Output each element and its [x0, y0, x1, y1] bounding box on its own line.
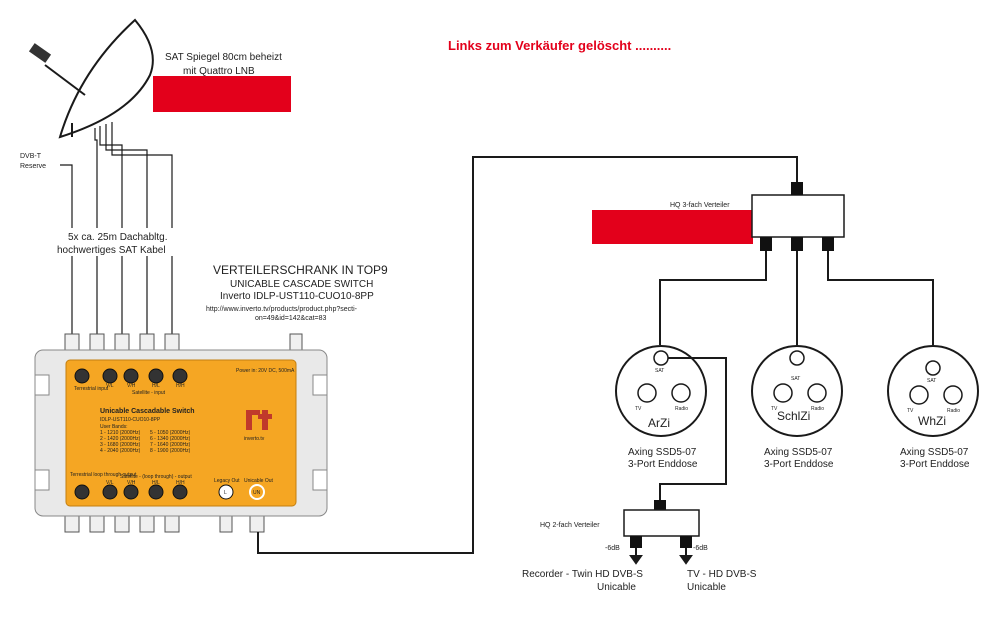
- switch-spec-1: 1 - 1210 (2000Hz): [100, 430, 141, 436]
- outlet-3-caption2: 3-Port Enddose: [900, 459, 970, 470]
- splitter2-left-arrow: [629, 548, 643, 565]
- outlet-1-caption1: Axing SSD5-07: [628, 447, 697, 458]
- outlet-2-caption2: 3-Port Enddose: [764, 459, 834, 470]
- cabinet-url1: http://www.inverto.tv/products/product.p…: [206, 306, 358, 313]
- switch-spec-0: User Bands:: [100, 424, 128, 430]
- switch-input-1: V/L: [106, 383, 114, 389]
- cabinet-line2: UNICABLE CASCADE SWITCH: [230, 279, 373, 290]
- splitter2-left-db: -6dB: [605, 545, 620, 552]
- switch-legacy-symbol: L: [224, 490, 227, 496]
- splitter2-left-dest1: Recorder - Twin HD DVB-S: [522, 569, 643, 580]
- switch-model: IDLP-UST110-CUO10-8PP: [100, 417, 161, 423]
- switch-power: Power in: 20V DC, 500mA: [236, 368, 295, 374]
- outlet-3-caption1: Axing SSD5-07: [900, 447, 969, 458]
- switch-satellite-input: Satellite - input: [132, 390, 166, 396]
- outlet-2-sat: SAT: [791, 376, 800, 382]
- cable-label-line1: 5x ca. 25m Dachabltg.: [68, 232, 168, 243]
- splitter3-label: HQ 3-fach Verteiler: [670, 202, 730, 209]
- cabinet-line3: Inverto IDLP-UST110-CUO10-8PP: [220, 291, 374, 302]
- outlet-3-tv: TV: [907, 408, 914, 414]
- switch-spec-3: 3 - 1680 (2000Hz): [100, 442, 141, 448]
- splitter2-right-dest2: Unicable: [687, 582, 726, 593]
- switch-satellite-loop: Satellite - (loop through) - output: [120, 474, 192, 480]
- switch-terrestrial-loop: Terrestrial loop through output: [70, 472, 137, 478]
- outlet-to-splitter2-cable: [659, 357, 727, 503]
- switch-terrestrial-input: Terrestrial input: [74, 386, 109, 392]
- cabinet-title: VERTEILERSCHRANK IN TOP9: [213, 263, 388, 277]
- switch-spec-6: 6 - 1340 (2000Hz): [150, 436, 191, 442]
- switch-legacy-out: Legacy Out: [214, 478, 240, 484]
- splitter2-left-dest2: Unicable: [597, 582, 636, 593]
- splitter2-right-dest1: TV - HD DVB-S: [687, 569, 757, 580]
- outlet-2-radio: Radio: [811, 406, 824, 412]
- outlet-3-room: WhZi: [918, 414, 946, 428]
- splitter-3-way: [751, 194, 845, 238]
- switch-output-4: H/H: [176, 480, 185, 486]
- switch-input-2: V/H: [127, 383, 136, 389]
- dvbt-label-line1: DVB-T: [20, 153, 42, 160]
- outlet-whzi: [887, 345, 979, 437]
- outlet-2-room: SchlZi: [777, 409, 810, 423]
- switch-unicable-symbol: UN: [253, 490, 261, 496]
- switch-spec-2: 2 - 1420 (2000Hz): [100, 436, 141, 442]
- outlet-3-radio: Radio: [947, 408, 960, 414]
- cabinet-url2: on=49&id=142&cat=83: [255, 315, 327, 322]
- dvbt-label-line2: Reserve: [20, 163, 46, 170]
- trunk-cable: [257, 156, 798, 554]
- outlet-3-sat: SAT: [927, 378, 936, 384]
- outlet-1-room: ArZi: [648, 416, 670, 430]
- splitter-2-way: [623, 509, 700, 537]
- outlet-2-caption1: Axing SSD5-07: [764, 447, 833, 458]
- redacted-block-dish: [153, 76, 291, 112]
- outlet-1-tv: TV: [635, 406, 642, 412]
- switch-name: Unicable Cascadable Switch: [100, 408, 195, 415]
- switch-spec-5: 5 - 1050 (2000Hz): [150, 430, 191, 436]
- outlet-schlzi: [751, 345, 843, 437]
- outlet-2-tv: TV: [771, 406, 778, 412]
- outlet-1-radio: Radio: [675, 406, 688, 412]
- outlet-cables: [659, 251, 934, 345]
- switch-spec-8: 8 - 1900 (2000Hz): [150, 448, 191, 454]
- splitter2-label: HQ 2-fach Verteiler: [540, 522, 600, 529]
- switch-brand: inverto.tv: [244, 436, 265, 442]
- splitter2-right-arrow: [679, 548, 693, 565]
- sat-dish-icon: [28, 18, 154, 139]
- deleted-links-notice: Links zum Verkäufer gelöscht ..........: [448, 38, 671, 53]
- switch-output-1: V/L: [106, 480, 114, 486]
- switch-input-4: H/H: [176, 383, 185, 389]
- redacted-block-splitter: [592, 210, 753, 244]
- switch-unicable-out: Unicable Out: [244, 478, 274, 484]
- dish-label-line2: mit Quattro LNB: [183, 66, 255, 77]
- switch-output-2: V/H: [127, 480, 136, 486]
- outlet-arzi: [615, 345, 707, 437]
- outlet-1-sat: SAT: [655, 368, 664, 374]
- cable-label-line2: hochwertiges SAT Kabel: [57, 245, 166, 256]
- switch-output-3: H/L: [152, 480, 160, 486]
- outlet-1-caption2: 3-Port Enddose: [628, 459, 698, 470]
- unicable-switch: [34, 333, 328, 533]
- switch-spec-7: 7 - 1640 (2000Hz): [150, 442, 191, 448]
- switch-input-3: H/L: [152, 383, 160, 389]
- switch-spec-4: 4 - 2040 (2000Hz): [100, 448, 141, 454]
- dish-label-line1: SAT Spiegel 80cm beheizt: [165, 52, 282, 63]
- splitter2-right-db: -6dB: [693, 545, 708, 552]
